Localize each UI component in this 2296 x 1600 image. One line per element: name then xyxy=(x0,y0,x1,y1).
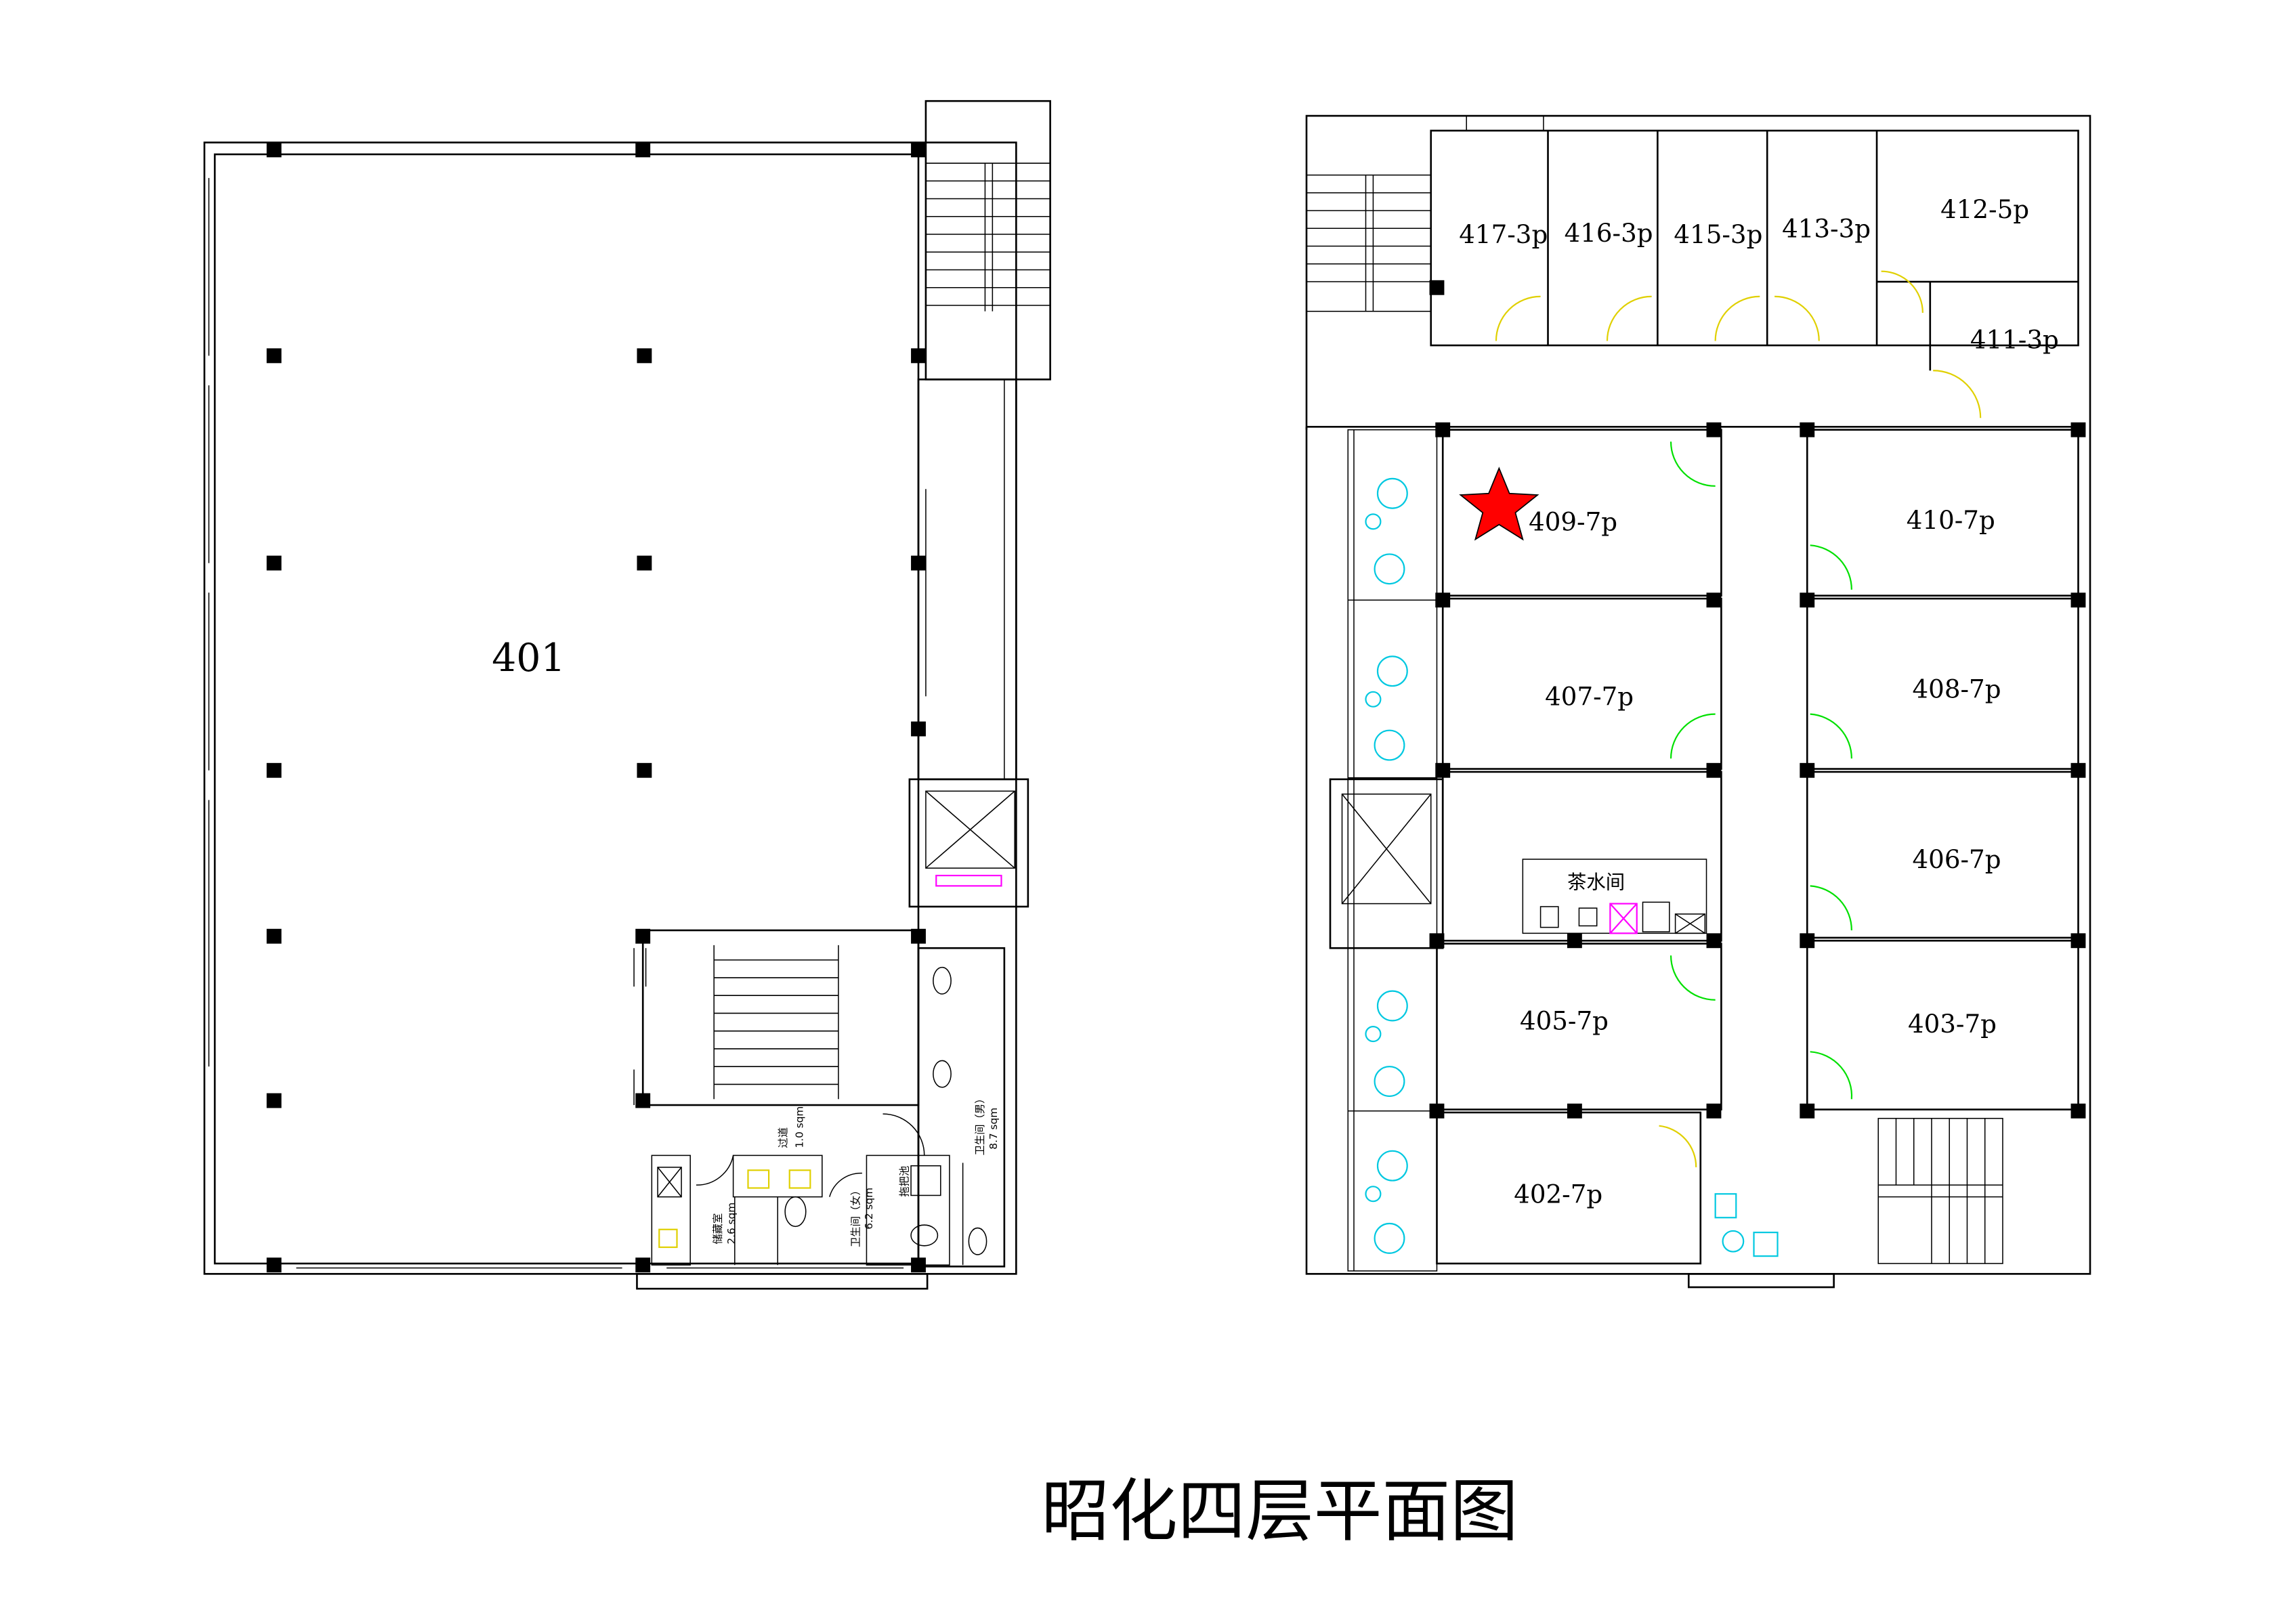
elevator-shaft xyxy=(908,778,1029,908)
tea-room: 茶水间 xyxy=(1522,859,1707,934)
stair-treads xyxy=(925,163,1050,311)
room-415-label: 415-3p xyxy=(1674,219,1762,249)
room-410-label: 410-7p xyxy=(1907,505,1995,535)
room-413-label: 413-3p xyxy=(1782,213,1871,243)
lower-stair xyxy=(641,929,920,1106)
room-417-label: 417-3p xyxy=(1459,219,1548,249)
lounge-strip xyxy=(1347,429,1438,1272)
structural-columns xyxy=(266,142,926,1273)
wc-male-area: 8.7 sqm xyxy=(987,1108,1000,1150)
mop-sink-label: 拖把池 xyxy=(899,1166,911,1197)
room-416-label: 416-3p xyxy=(1565,218,1653,248)
side-corridor xyxy=(917,379,1017,781)
wc-male-label: 卫生间（男） xyxy=(974,1094,986,1156)
restroom-block xyxy=(651,947,1006,1268)
right-columns xyxy=(1429,280,2086,1119)
room-406-label: 406-7p xyxy=(1913,844,2001,874)
drawing-title: 昭化四层平面图 xyxy=(1042,1471,1518,1551)
room-412-label: 412-5p xyxy=(1940,194,2029,224)
room-403-label: 403-7p xyxy=(1908,1009,1997,1039)
top-stair xyxy=(1306,115,1544,312)
left-floor-plan: 401 过道 1.0 sqm 储藏室 2.6 sqm 卫生间（女） 6.2 sq… xyxy=(203,100,1051,1290)
left-inner-wall xyxy=(213,153,920,1265)
wc-female-area: 6.2 sqm xyxy=(863,1188,875,1230)
storage-label: 储藏室 xyxy=(712,1213,724,1245)
wc-female-label: 卫生间（女） xyxy=(850,1185,862,1247)
corridor-label: 过道 xyxy=(777,1127,789,1148)
room-doors xyxy=(1670,441,1853,1100)
left-outer-wall xyxy=(203,142,1017,1275)
storage-area: 2.6 sqm xyxy=(725,1203,738,1245)
room-402-label: 402-7p xyxy=(1514,1179,1602,1209)
left-balcony-ledge xyxy=(636,1273,929,1290)
room-401-label: 401 xyxy=(492,636,566,680)
tea-room-label: 茶水间 xyxy=(1567,871,1625,894)
bottom-stair xyxy=(1877,1117,2003,1264)
lounge-chairs xyxy=(1365,477,1779,1257)
elevator-shaft-right xyxy=(1329,778,1444,949)
room-407-label: 407-7p xyxy=(1545,682,1634,712)
room-408-label: 408-7p xyxy=(1913,674,2001,704)
room-405-label: 405-7p xyxy=(1520,1006,1609,1036)
location-star-marker xyxy=(1459,467,1539,541)
right-floor-plan: 茶水间 417-3p xyxy=(1305,114,2091,1289)
room-411-label: 411-3p xyxy=(1970,324,2059,354)
room-409-label: 409-7p xyxy=(1529,506,1617,536)
corridor-area: 1.0 sqm xyxy=(793,1106,805,1148)
